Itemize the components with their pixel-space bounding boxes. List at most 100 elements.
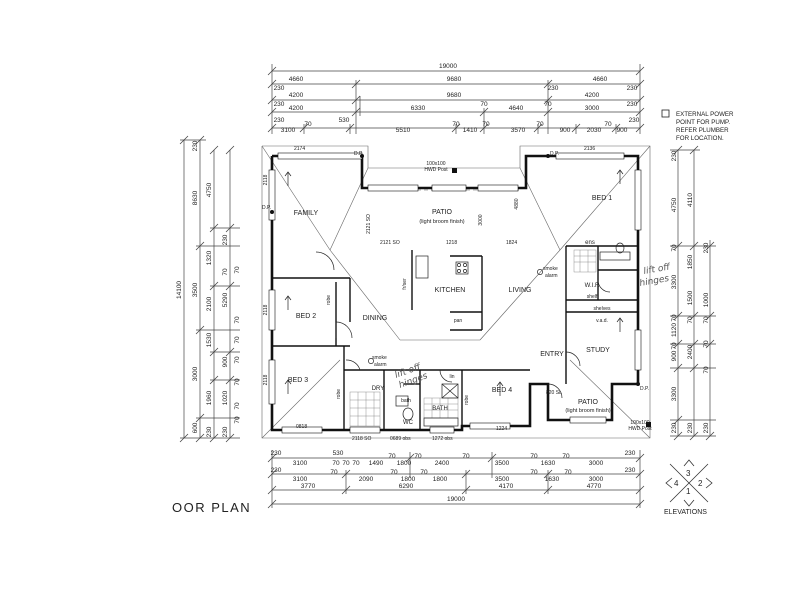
window-label-a: 2174 bbox=[294, 146, 305, 152]
dim-top-r5-l: 2030 bbox=[587, 127, 602, 134]
dim-right-c1-c: 70 bbox=[671, 244, 678, 252]
elevations-label: ELEVATIONS bbox=[664, 509, 707, 516]
bathtub bbox=[423, 417, 459, 427]
shelf-label: shelf bbox=[587, 294, 598, 300]
dim-right-c3-a: 230 bbox=[703, 242, 710, 253]
interior-walls bbox=[272, 245, 638, 430]
note-line-2: POINT FOR PUMP. bbox=[676, 119, 730, 126]
room-bath: BATH bbox=[432, 406, 448, 412]
dim-bot-total: 19000 bbox=[447, 496, 465, 503]
room-family: FAMILY bbox=[294, 210, 319, 217]
dim-bot-r1-k: 2400 bbox=[435, 460, 450, 467]
dim-top-r5-m: 70 bbox=[604, 121, 612, 128]
window-label-h: 4880 bbox=[514, 198, 520, 209]
note-block: EXTERNAL POWER POINT FOR PUMP. REFER PLU… bbox=[661, 109, 734, 142]
dim-left-c2-a: 230 bbox=[192, 140, 199, 151]
robe-bed3: robe bbox=[336, 389, 342, 399]
dim-left-c4-g: 70 bbox=[234, 336, 241, 344]
dim-top-r4-c: 6330 bbox=[411, 105, 426, 112]
dim-left-c2-e: 600 bbox=[192, 422, 199, 433]
dim-top-r2-a: 4660 bbox=[289, 76, 304, 83]
exterior-walls bbox=[270, 154, 640, 432]
window-label-p: 2118 bbox=[263, 304, 269, 315]
window-label-q: 2118 bbox=[263, 374, 269, 385]
laundry-trough bbox=[395, 395, 409, 407]
smoke-alarm-label-b-1: smoke bbox=[543, 266, 558, 272]
toilet-ens bbox=[615, 242, 625, 254]
dim-top-r5-b: 3100 bbox=[281, 127, 296, 134]
dim-right-c1-a: 230 bbox=[671, 150, 678, 161]
dim-bot-r1-d: 70 bbox=[332, 460, 340, 467]
top-dimension-ticks bbox=[267, 66, 645, 133]
window-label-k: 0689 obs bbox=[390, 436, 411, 442]
left-dimension-text: 14100 230 8630 3500 3000 600 4750 1320 2… bbox=[176, 140, 241, 437]
note-checkbox bbox=[661, 109, 670, 118]
dim-right-c1-h: 900 bbox=[671, 350, 678, 361]
window-label-d: 1824 bbox=[506, 240, 517, 246]
dim-bot-r2-g: 70 bbox=[420, 469, 428, 476]
dim-top-r3-c: 9680 bbox=[447, 92, 462, 99]
level-arrows bbox=[284, 169, 624, 396]
dim-left-c2-b: 8630 bbox=[192, 190, 199, 205]
dim-top-r5-a: 230 bbox=[274, 117, 285, 124]
dim-bot-r1-r: 230 bbox=[625, 450, 636, 457]
window-label-i: 1224 bbox=[496, 426, 507, 432]
dim-bot-r1-o: 1630 bbox=[541, 460, 556, 467]
room-bed2: BED 2 bbox=[296, 313, 316, 320]
dim-right-c1-g: 70 bbox=[671, 342, 678, 350]
downpipe-label-l: D.P. bbox=[262, 205, 271, 211]
room-study: STUDY bbox=[586, 347, 610, 354]
dim-bot-r1-p: 70 bbox=[562, 453, 570, 460]
room-labels: FAMILY PATIO (light broom finish) BED 1 … bbox=[288, 195, 612, 426]
dim-bot-r2-f: 1800 bbox=[401, 476, 416, 483]
room-patio-bottom-sub: (light broom finish) bbox=[565, 408, 610, 414]
dim-bot-r1-m: 3500 bbox=[495, 460, 510, 467]
dim-left-c4-m: 230 bbox=[222, 426, 229, 437]
elevation-key bbox=[665, 459, 713, 507]
downpipe-icon-tr bbox=[546, 154, 550, 158]
dim-right-c2-c: 1500 bbox=[687, 290, 694, 305]
smoke-alarm-label-a-1: smoke bbox=[372, 355, 387, 361]
dim-top-r3-d: 230 bbox=[548, 85, 559, 92]
dim-bot-r2-c: 70 bbox=[330, 469, 338, 476]
elevation-number-4: 4 bbox=[674, 479, 679, 488]
dim-left-c3-c: 2100 bbox=[206, 296, 213, 311]
room-wir: W.I.R bbox=[585, 283, 600, 289]
fixtures bbox=[395, 242, 631, 427]
kitchen-cooktop bbox=[455, 261, 469, 275]
room-patio-top-sub: (light broom finish) bbox=[419, 219, 464, 225]
robe-bed4: robe bbox=[464, 395, 470, 405]
dim-bot-r3-d: 4770 bbox=[587, 483, 602, 490]
dim-right-c1-i: 3300 bbox=[671, 386, 678, 401]
dim-bot-r2-a: 230 bbox=[271, 467, 282, 474]
room-wc: WC bbox=[403, 420, 414, 426]
dim-right-c1-b: 4750 bbox=[671, 197, 678, 212]
hwd-post-label-1: 100x100 bbox=[426, 161, 445, 167]
window-label-f: 2121 SO bbox=[366, 214, 372, 234]
dim-right-c2-a: 4110 bbox=[687, 193, 694, 207]
dim-left-c4-k: 70 bbox=[234, 402, 241, 410]
dim-top-r3-f: 230 bbox=[627, 85, 638, 92]
room-ens: ens bbox=[585, 240, 595, 246]
smoke-alarm-icon-b bbox=[537, 269, 543, 275]
vanity-ens bbox=[599, 251, 631, 261]
dim-top-r5-g: 1410 bbox=[463, 127, 478, 134]
downpipe-label-tl: D.P. bbox=[354, 151, 363, 157]
downpipe-icon-l bbox=[270, 210, 274, 214]
dim-bot-r3-b: 6290 bbox=[399, 483, 414, 490]
linen-label: lin bbox=[449, 374, 454, 380]
dim-right-c1-e: 70 bbox=[671, 314, 678, 322]
dim-left-c3-d: 1530 bbox=[206, 332, 213, 347]
shelves-label: shelves bbox=[594, 306, 611, 312]
dim-bot-r1-e: 70 bbox=[342, 460, 350, 467]
note-line-3: REFER PLUMBER bbox=[676, 127, 729, 134]
dim-bot-r3-c: 4170 bbox=[499, 483, 514, 490]
dim-right-c1-j: 230 bbox=[671, 422, 678, 433]
dim-top-r5-k: 900 bbox=[560, 127, 571, 134]
fridge-label: fr/ser bbox=[402, 278, 408, 290]
dim-bot-r1-l: 70 bbox=[462, 453, 470, 460]
dim-top-r5-f: 70 bbox=[452, 121, 460, 128]
dim-top-r4-h: 230 bbox=[627, 101, 638, 108]
dim-left-c4-e: 70 bbox=[234, 266, 241, 274]
